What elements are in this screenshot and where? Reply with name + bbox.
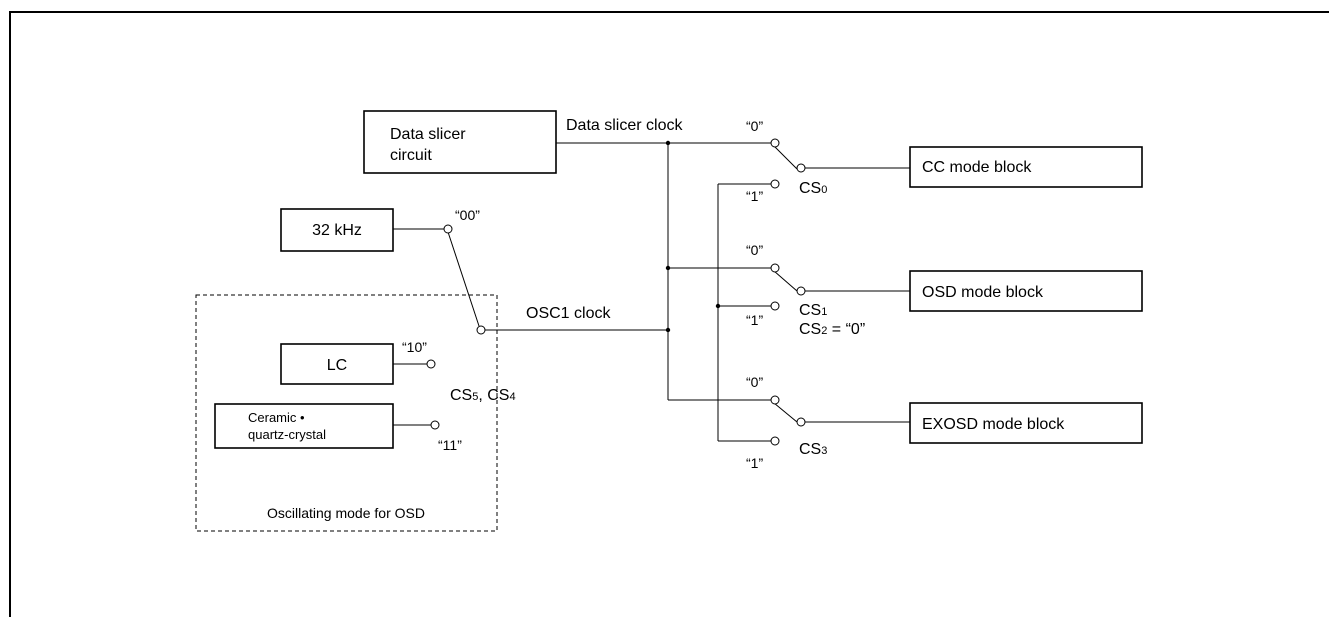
junction-dots	[665, 140, 721, 333]
cs3-label: CS3	[799, 441, 827, 458]
figure-frame	[9, 11, 1329, 617]
cs1-label: CS1	[799, 302, 827, 319]
osc-32khz-label: 32 kHz	[312, 222, 362, 239]
s1-zero-label: “0”	[746, 242, 763, 258]
osd-mode-label: OSD mode block	[922, 284, 1044, 301]
cc-mode-label: CC mode block	[922, 159, 1032, 176]
data-slicer-label-1: Data slicer	[390, 126, 466, 143]
sel-00-label: “00”	[455, 207, 480, 223]
sel-11-label: “11”	[438, 437, 462, 453]
cs0-label: CS0	[799, 180, 827, 197]
s1-one-label: “1”	[746, 312, 763, 328]
ceramic-label-1: Ceramic •	[248, 410, 305, 425]
s3-one-label: “1”	[746, 455, 763, 471]
lc-label: LC	[327, 357, 347, 374]
oscillating-mode-region	[195, 294, 498, 532]
data-slicer-label-2: circuit	[390, 147, 432, 164]
cc-mode-block: CC mode block	[909, 146, 1143, 188]
oscillating-mode-label: Oscillating mode for OSD	[267, 505, 425, 521]
ceramic-label-2: quartz-crystal	[248, 427, 326, 442]
switch-terminals	[426, 138, 806, 446]
lc-block: LC	[280, 343, 394, 385]
s0-one-label: “1”	[746, 188, 763, 204]
s3-zero-label: “0”	[746, 374, 763, 390]
data-slicer-clock-label: Data slicer clock	[566, 117, 683, 134]
exosd-mode-label: EXOSD mode block	[922, 416, 1065, 433]
wires	[393, 142, 910, 442]
ceramic-block: Ceramic • quartz-crystal	[214, 403, 394, 449]
osc-32khz-block: 32 kHz	[280, 208, 394, 252]
s0-zero-label: “0”	[746, 118, 763, 134]
cs2-label: CS2 = “0”	[799, 321, 865, 338]
osc1-clock-label: OSC1 clock	[526, 305, 611, 322]
exosd-mode-block: EXOSD mode block	[909, 402, 1143, 444]
sel-10-label: “10”	[402, 339, 427, 355]
cs5-cs4-label: CS5, CS4	[450, 387, 516, 404]
osd-mode-block: OSD mode block	[909, 270, 1143, 312]
data-slicer-block: Data slicer circuit	[363, 110, 557, 174]
